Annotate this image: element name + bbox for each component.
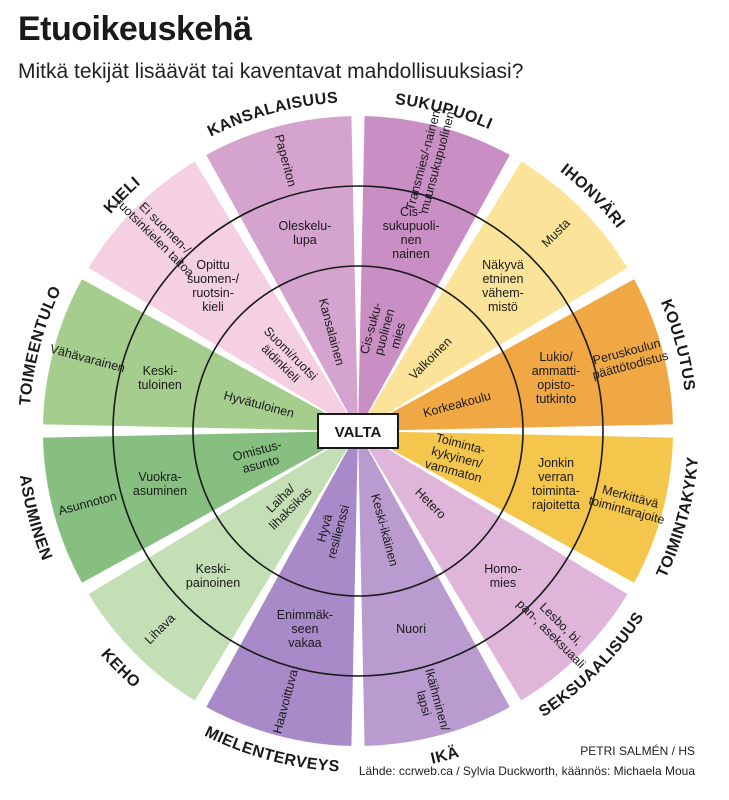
center-valta-box: VALTA	[317, 413, 399, 449]
ring-label-line: lupa	[293, 233, 317, 247]
ring-2-label: Homo-mies	[484, 562, 522, 590]
ring-label-line: asuminen	[133, 484, 187, 498]
ring-label-line: Cis-	[400, 205, 422, 219]
ring-label-line: Opittu	[196, 258, 229, 272]
page-subtitle: Mitkä tekijät lisäävät tai kaventavat ma…	[18, 60, 524, 83]
sector-seksuaalisuus	[358, 431, 628, 701]
sectors-layer	[43, 116, 673, 746]
sector-toimintakyky	[358, 431, 673, 583]
ring-label-line: Oleskelu-	[279, 219, 332, 233]
ring-label-line: mies	[388, 321, 408, 350]
ring-label-line: ammatti-	[532, 364, 581, 378]
ring-2-label: Nuori	[396, 622, 426, 636]
rings-layer	[112, 185, 604, 677]
ring-label-line: opisto-	[537, 378, 575, 392]
ring-2-label: Keski-tuloinen	[138, 364, 182, 392]
ring-label-line: Vuokra-	[138, 470, 181, 484]
ring-1-label: Cis-suku-puolinenmies	[357, 301, 411, 363]
ring-label-line: Keski-	[143, 364, 178, 378]
ring-label-line: painoinen	[186, 576, 240, 590]
photo-credit: PETRI SALMÉN / HS	[580, 744, 695, 758]
ring-2-label: Lukio/ammatti-opisto-tutkinto	[532, 350, 581, 406]
ring-label-line: rajoitetta	[532, 498, 580, 512]
ring-label-line: Jonkin	[538, 456, 574, 470]
ring-label-line: verran	[538, 470, 573, 484]
center-label: VALTA	[335, 424, 382, 441]
ring-label-line: nen	[401, 233, 422, 247]
sector-ikä	[358, 431, 510, 746]
ring-label-line: mistö	[488, 300, 518, 314]
ring-label-line: ruotsin-	[192, 286, 234, 300]
ring-label-line: mies	[490, 576, 516, 590]
ring-label-line: suomen-/	[187, 272, 240, 286]
sector-kieli	[88, 161, 359, 432]
ring-label-line: tutkinto	[536, 392, 576, 406]
ring-label-line: tuloinen	[138, 378, 182, 392]
source-credit: Lähde: ccrweb.ca / Sylvia Duckworth, kää…	[358, 764, 695, 778]
ring-label-line: vakaa	[288, 636, 321, 650]
ring-label-line: etninen	[482, 272, 523, 286]
ring-label-line: Keski-	[196, 562, 231, 576]
ring-circle-1	[192, 265, 524, 597]
ring-label-line: toiminta-	[532, 484, 580, 498]
ring-label-line: seen	[291, 622, 318, 636]
ring-label-line: Näkyvä	[482, 258, 524, 272]
ring-label-line: Enimmäk-	[277, 608, 333, 622]
ring-label-line: Lukio/	[539, 350, 573, 364]
ring-label-line: lapsi	[414, 689, 434, 717]
sector-keho	[88, 431, 359, 701]
ring-2-label: Keski-painoinen	[186, 562, 240, 590]
page-title: Etuoikeuskehä	[18, 10, 252, 48]
ring-label-line: Homo-	[484, 562, 522, 576]
ring-2-label: Oleskelu-lupa	[279, 219, 332, 247]
sector-ihonväri	[358, 161, 628, 432]
sector-koulutus	[358, 279, 673, 431]
ring-label-line: vähem-	[482, 286, 524, 300]
ring-2-label: Vuokra-asuminen	[133, 470, 187, 498]
sector-sukupuoli	[358, 116, 510, 431]
ring-label-line: Nuori	[396, 622, 426, 636]
sector-mielenterveys	[206, 431, 358, 746]
sector-kansalaisuus	[206, 116, 358, 431]
sector-asuminen	[43, 431, 358, 583]
ring-circle-2	[112, 185, 604, 677]
ring-label-line: nainen	[392, 247, 430, 261]
ring-label-line: kieli	[202, 300, 224, 314]
sector-toimeentulo	[43, 279, 358, 431]
ring-label-line: sukupuoli-	[383, 219, 440, 233]
